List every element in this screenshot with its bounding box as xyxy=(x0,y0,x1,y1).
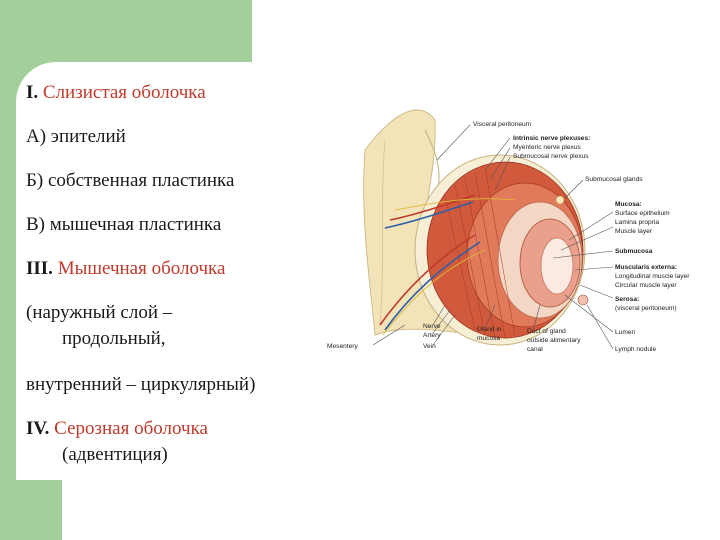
label-mesentery: Mesentery xyxy=(327,343,358,350)
label-muscularis-externa: Muscularis externa: xyxy=(615,264,677,271)
outline-item-10: (адвентиция) xyxy=(62,444,168,465)
outline-item-1: I. Слизистая оболочка xyxy=(26,82,206,104)
label-muscle-layer: Muscle layer xyxy=(615,228,653,235)
label-gland-in-mucosa-2: mucosa xyxy=(477,335,500,342)
label-lymph-nodule: Lymph nodule xyxy=(615,346,657,353)
label-mucosa: Mucosa: xyxy=(615,201,642,208)
label-visceral-peritoneum: Visceral peritoneum xyxy=(473,121,532,128)
label-serosa: Serosa: xyxy=(615,296,639,303)
label-submucosal-plexus: Submucosal nerve plexus xyxy=(513,153,589,160)
outline-number: IV. xyxy=(26,418,50,439)
outline-item-6: (наружный слой – xyxy=(26,302,173,323)
label-longitudinal-layer: Longitudinal muscle layer xyxy=(615,273,690,280)
outline-item-5: III. Мышечная оболочка xyxy=(26,258,225,280)
label-submucosa: Submucosa xyxy=(615,248,653,255)
label-artery: Artery xyxy=(423,332,441,339)
outline-number: I. xyxy=(26,82,39,103)
outline-item-3: Б) собственная пластинка xyxy=(26,170,235,191)
label-nerve: Nerve xyxy=(423,323,441,330)
label-intrinsic-plexuses: Intrinsic nerve plexuses: xyxy=(513,135,590,142)
muscle-striations xyxy=(444,167,516,339)
outline-item-4: В) мышечная пластинка xyxy=(26,214,222,235)
leader-lines xyxy=(372,124,614,350)
label-duct-1: Duct of gland xyxy=(527,328,566,335)
outline-heading-muscularis: Мышечная оболочка xyxy=(57,258,226,279)
alimentary-canal-diagram: Visceral peritoneum Intrinsic nerve plex… xyxy=(327,109,690,353)
label-duct-3: canal xyxy=(527,346,543,353)
label-vein: Vein xyxy=(423,343,436,350)
content-card xyxy=(16,62,376,480)
tube-lumen xyxy=(540,237,574,295)
label-lumen: Lumen xyxy=(615,329,635,336)
outline-heading-mucosa: Слизистая оболочка xyxy=(42,82,206,103)
label-duct-2: outside alimentary xyxy=(527,337,581,344)
outline-number: III. xyxy=(26,258,53,279)
outline-item-2: А) эпителий xyxy=(26,126,126,147)
label-submucosal-glands: Submucosal glands xyxy=(585,176,643,183)
mesentery-fold xyxy=(379,139,386,326)
label-myenteric-plexus: Myenteric nerve plexus xyxy=(513,144,582,151)
submucosal-gland xyxy=(555,195,565,205)
lymph-nodule xyxy=(577,294,589,306)
label-gland-in-mucosa-1: Gland in xyxy=(477,326,502,333)
outline-heading-serosa: Серозная оболочка xyxy=(54,418,208,439)
label-lamina-propria: Lamina propria xyxy=(615,219,659,226)
outline-item-7: продольный, xyxy=(62,328,166,349)
outline-item-9: IV. Серозная оболочка xyxy=(26,418,208,440)
outline-item-8: внутренний – циркулярный) xyxy=(26,374,256,395)
label-serosa-sub: (visceral peritoneum) xyxy=(615,305,677,312)
nerves xyxy=(382,198,516,336)
label-circular-layer: Circular muscle layer xyxy=(615,282,677,289)
blood-vessels xyxy=(379,194,481,331)
label-surface-epithelium: Surface epithelium xyxy=(615,210,670,217)
